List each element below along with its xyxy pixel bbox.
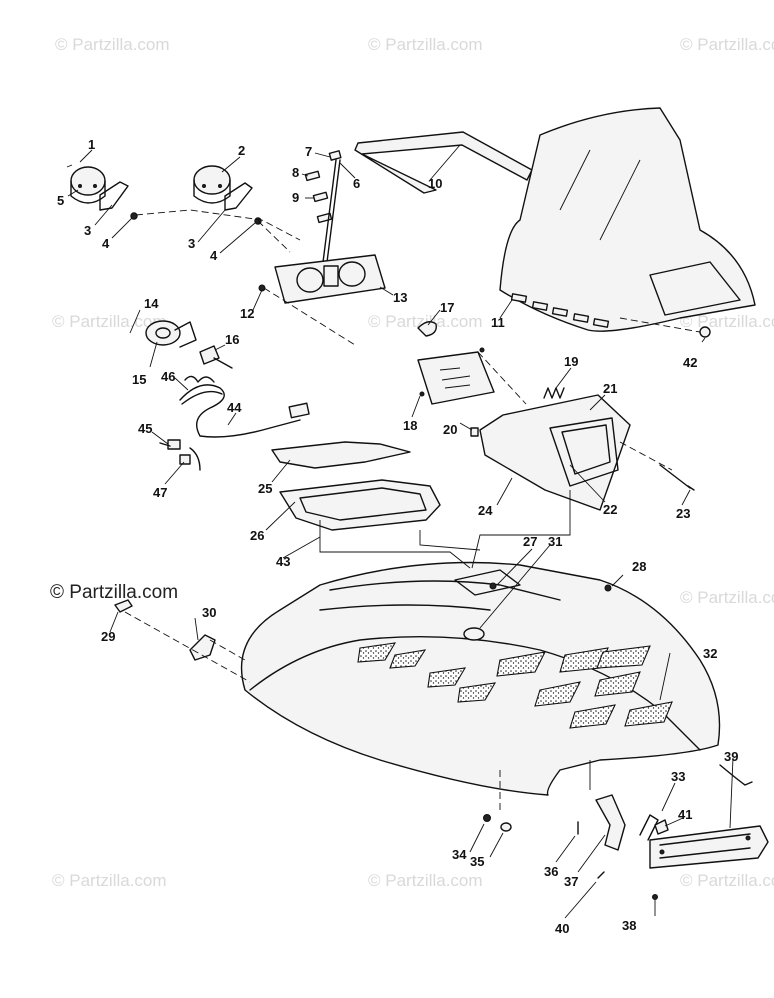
hood-cable [719, 764, 753, 786]
wiring-harness [159, 375, 310, 471]
callout-42: 42 [683, 355, 697, 370]
callout-9: 9 [292, 190, 299, 205]
callout-30: 30 [202, 605, 216, 620]
callout-32: 32 [703, 646, 717, 661]
rivet [652, 894, 658, 900]
callout-22: 22 [603, 502, 617, 517]
callout-47: 47 [153, 485, 167, 500]
watermark: © Partzilla.com [368, 871, 483, 890]
callout-40: 40 [555, 921, 569, 936]
handlebar-pad [354, 131, 533, 194]
mount-stud [114, 599, 133, 613]
callout-25: 25 [258, 481, 272, 496]
callout-10: 10 [428, 176, 442, 191]
callout-17: 17 [440, 300, 454, 315]
watermark: © Partzilla.com [52, 871, 167, 890]
callout-14: 14 [144, 296, 159, 311]
callout-4: 4 [102, 236, 110, 251]
watermark: © Partzilla.com [368, 312, 483, 331]
windshield-fastener [699, 326, 711, 338]
headlight-housing [470, 394, 631, 511]
windshield [499, 107, 756, 332]
headlight-assembly [417, 347, 495, 405]
callout-labels: 1 2 3 3 4 4 5 6 7 8 9 10 11 12 13 14 15 … [57, 137, 738, 936]
callout-6: 6 [353, 176, 360, 191]
callout-41: 41 [678, 807, 692, 822]
hood [240, 561, 721, 796]
callout-35: 35 [470, 854, 484, 869]
callout-43: 43 [276, 554, 290, 569]
callout-7: 7 [305, 144, 312, 159]
callout-39: 39 [724, 749, 738, 764]
washer [500, 822, 512, 832]
callout-28: 28 [632, 559, 646, 574]
watermark: © Partzilla.com [680, 588, 774, 607]
light-mount-tray [279, 479, 441, 531]
tachometer-gauge [70, 166, 129, 211]
callout-2: 2 [238, 143, 245, 158]
watermark: © Partzilla.com [368, 35, 483, 54]
hinge-bracket [595, 794, 626, 851]
callout-4: 4 [210, 248, 218, 263]
callout-36: 36 [544, 864, 558, 879]
nut [483, 814, 491, 822]
bolt [659, 464, 695, 491]
callout-46: 46 [161, 369, 175, 384]
bulb [417, 321, 437, 337]
callout-11: 11 [491, 315, 505, 330]
callout-5: 5 [57, 193, 64, 208]
spring [543, 387, 565, 399]
callout-15: 15 [132, 372, 146, 387]
switch-harness [304, 150, 342, 271]
nut [130, 212, 138, 220]
callout-13: 13 [393, 290, 407, 305]
mount-bracket [189, 634, 216, 661]
callout-19: 19 [564, 354, 578, 369]
callout-1: 1 [88, 137, 95, 152]
callout-45: 45 [138, 421, 152, 436]
connection-lines [124, 209, 701, 810]
callout-33: 33 [671, 769, 685, 784]
watermark-main: © Partzilla.com [50, 582, 178, 603]
callout-31: 31 [548, 534, 562, 549]
watermark: © Partzilla.com [52, 312, 167, 331]
callout-18: 18 [403, 418, 417, 433]
callout-16: 16 [225, 332, 239, 347]
hood-latch-plate [649, 825, 769, 869]
callout-3: 3 [84, 223, 91, 238]
callout-23: 23 [676, 506, 690, 521]
speedometer-gauge [193, 165, 253, 211]
screw [597, 871, 605, 879]
callout-3: 3 [188, 236, 195, 251]
callout-8: 8 [292, 165, 299, 180]
watermark: © Partzilla.com [680, 35, 774, 54]
watermark: © Partzilla.com [55, 35, 170, 54]
clip [654, 819, 669, 835]
callout-44: 44 [227, 400, 242, 415]
leader-lines [66, 144, 734, 919]
tether-link [639, 814, 659, 841]
callout-20: 20 [443, 422, 457, 437]
callout-12: 12 [240, 306, 254, 321]
callout-37: 37 [564, 874, 578, 889]
watermark: © Partzilla.com [680, 312, 774, 331]
instrument-panel [258, 254, 386, 304]
callout-21: 21 [603, 381, 617, 396]
watermark: © Partzilla.com [680, 871, 774, 890]
foam-pad [271, 441, 411, 469]
ignition-switch [145, 320, 233, 369]
callout-24: 24 [478, 503, 493, 518]
callout-38: 38 [622, 918, 636, 933]
callout-26: 26 [250, 528, 264, 543]
callout-29: 29 [101, 629, 115, 644]
callout-27: 27 [523, 534, 537, 549]
callout-34: 34 [452, 847, 467, 862]
